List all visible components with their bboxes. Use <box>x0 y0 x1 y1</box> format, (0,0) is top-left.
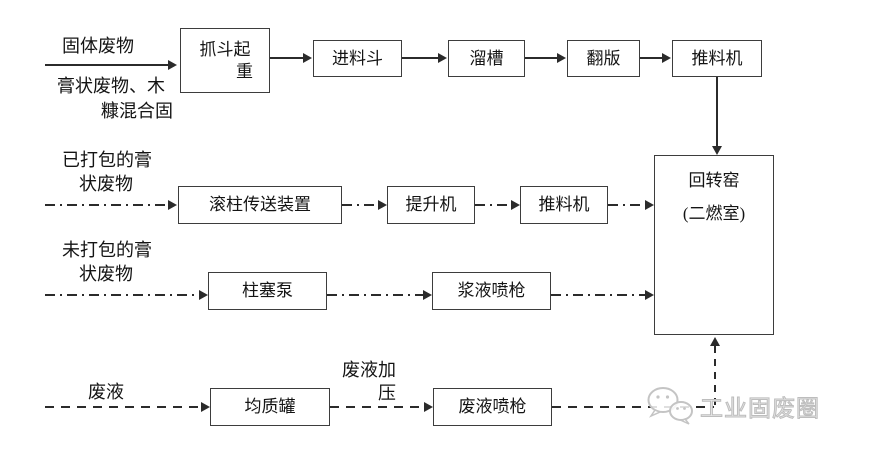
flow-line-hopper-to-chute <box>402 57 438 59</box>
box-pusher-mid: 推料机 <box>520 186 608 224</box>
label-liquid-pressurize-line1: 废液加 <box>342 360 396 380</box>
arrowhead-down-to-kiln <box>712 146 722 155</box>
label-waste-liquid: 废液 <box>88 382 124 402</box>
box-rotary-kiln-line1: 回转窑 <box>688 171 740 190</box>
flow-line-elevator-to-pusher <box>475 204 511 206</box>
box-feed-hopper: 进料斗 <box>313 40 402 77</box>
box-rotary-kiln-line2: (二燃室) <box>682 204 746 224</box>
watermark-text: 工业固废圈 <box>700 396 820 422</box>
box-chute: 溜槽 <box>448 40 525 77</box>
watermark: 工业固废圈 <box>644 385 820 427</box>
box-plunger-pump-label: 柱塞泵 <box>242 281 293 301</box>
arrowhead-to-kiln-row2 <box>645 200 654 210</box>
box-waste-liquid-gun: 废液喷枪 <box>433 388 552 426</box>
box-grab-crane-line2: 重 <box>236 61 253 81</box>
flow-line-tank-to-liquid-gun <box>330 406 424 408</box>
box-feed-hopper-label: 进料斗 <box>332 48 383 68</box>
box-pusher-top-label: 推料机 <box>691 48 743 68</box>
label-liquid-pressurize-line2: 压 <box>378 383 396 403</box>
flow-line-pusher-to-kiln-left <box>608 204 645 206</box>
box-tipper: 翻版 <box>567 40 640 77</box>
flow-line-liquid-input <box>45 406 201 408</box>
flow-line-unpacked-input <box>45 294 199 296</box>
label-paste-wood-line1: 膏状废物、木 <box>57 76 165 96</box>
arrowhead-to-kiln-row3 <box>645 290 654 300</box>
label-packed-paste-line2: 状废物 <box>79 174 133 194</box>
flow-line-packed-input <box>45 204 168 206</box>
flow-line-grab-to-hopper <box>270 57 303 59</box>
box-elevator: 提升机 <box>387 186 475 224</box>
box-roller-conveyor-label: 滚柱传送装置 <box>209 195 311 215</box>
label-unpacked-paste-line1: 未打包的膏 <box>62 240 152 260</box>
label-unpacked-paste-line2: 状废物 <box>79 264 133 284</box>
arrowhead-to-waste-liquid-gun <box>424 402 433 412</box>
box-homogenizing-tank-label: 均质罐 <box>244 397 296 417</box>
label-solid-waste: 固体废物 <box>62 36 134 56</box>
flow-line-roller-to-elevator <box>342 204 378 206</box>
box-plunger-pump: 柱塞泵 <box>208 272 327 310</box>
box-slurry-gun-label: 浆液喷枪 <box>457 281 526 301</box>
wechat-logo-icon <box>647 387 693 425</box>
box-chute-label: 溜槽 <box>469 48 504 68</box>
box-homogenizing-tank: 均质罐 <box>210 388 330 426</box>
arrowhead-to-tipper <box>557 53 566 63</box>
box-grab-crane-line1: 抓斗起 <box>199 40 251 60</box>
arrowhead-to-roller-conveyor <box>168 200 177 210</box>
flow-line-tipper-to-pusher <box>640 57 662 59</box>
arrowhead-to-feed-hopper <box>303 53 312 63</box>
arrowhead-up-to-kiln <box>710 337 720 346</box>
arrowhead-to-homogenizing-tank <box>201 402 210 412</box>
box-rotary-kiln: 回转窑 (二燃室) <box>654 155 774 335</box>
arrowhead-to-elevator <box>378 200 387 210</box>
arrowhead-to-pusher-mid <box>511 200 520 210</box>
box-elevator-label: 提升机 <box>405 195 457 215</box>
box-pusher-top: 推料机 <box>672 40 762 77</box>
box-roller-conveyor: 滚柱传送装置 <box>178 186 342 224</box>
flow-line-slurry-to-kiln <box>551 294 645 296</box>
box-slurry-gun: 浆液喷枪 <box>432 272 551 310</box>
arrowhead-to-chute <box>438 53 447 63</box>
flow-line-pump-to-slurry-gun <box>327 294 423 296</box>
box-grab-crane: 抓斗起 重 <box>180 28 270 93</box>
flow-line-chute-to-tipper <box>525 57 557 59</box>
flow-line-solid-input <box>45 64 168 66</box>
arrowhead-to-pusher-top <box>662 53 671 63</box>
label-paste-wood-line2: 糠混合固 <box>101 101 173 121</box>
flow-line-pusher-to-kiln <box>716 77 718 146</box>
flow-line-up-to-kiln-bottom <box>714 346 716 407</box>
arrowhead-to-grab-crane <box>168 60 177 70</box>
label-packed-paste-line1: 已打包的膏 <box>62 150 152 170</box>
arrowhead-to-plunger-pump <box>199 290 208 300</box>
box-pusher-mid-label: 推料机 <box>538 195 590 215</box>
flow-line-gun-to-corner <box>552 406 714 408</box>
box-tipper-label: 翻版 <box>586 48 621 68</box>
arrowhead-to-slurry-gun <box>423 290 432 300</box>
box-waste-liquid-gun-label: 废液喷枪 <box>458 397 527 417</box>
